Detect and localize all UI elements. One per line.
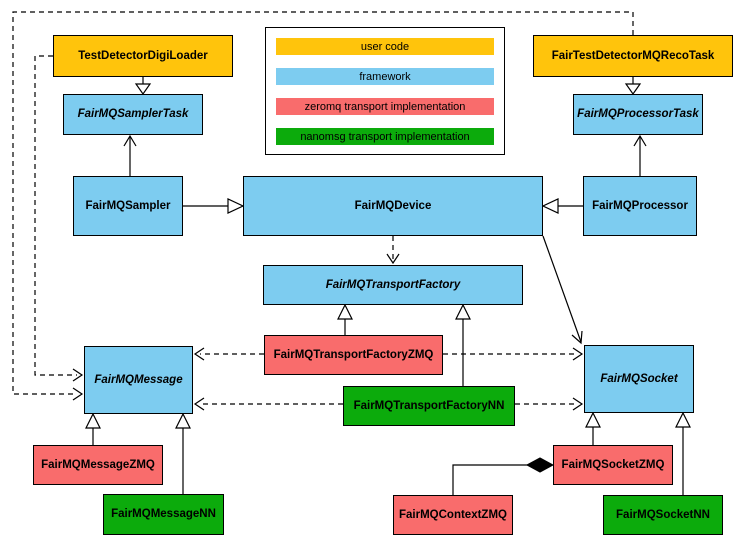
node-fair-mq-transport-factory-nn: FairMQTransportFactoryNN <box>343 386 515 426</box>
node-fair-mq-device: FairMQDevice <box>243 176 543 236</box>
edge-factorynn-factory <box>455 303 471 386</box>
node-fair-mq-message: FairMQMessage <box>84 346 193 414</box>
node-fair-mq-socket-nn: FairMQSocketNN <box>603 495 723 535</box>
edge-factorynn-socket <box>515 397 584 411</box>
edge-device-socket <box>542 235 583 345</box>
node-fair-mq-transport-factory-zmq: FairMQTransportFactoryZMQ <box>264 335 443 375</box>
edge-processor-device <box>541 198 583 214</box>
edge-socketzmq-socket <box>585 411 601 445</box>
legend-item-zeromq: zeromq transport implementation <box>276 98 494 115</box>
edge-messagenn-message <box>175 412 191 494</box>
edge-socketnn-socket <box>675 411 691 495</box>
edge-recotask-message <box>12 11 634 401</box>
edge-device-factory <box>386 236 400 265</box>
legend-item-nanomsg: nanomsg transport implementation <box>276 128 494 145</box>
node-fair-mq-sampler-task: FairMQSamplerTask <box>63 94 203 135</box>
legend-item-user-code: user code <box>276 38 494 55</box>
edge-factoryzmq-socket <box>443 347 584 361</box>
node-fair-test-detector-mq-reco-task: FairTestDetectorMQRecoTask <box>533 35 733 77</box>
legend-item-framework: framework <box>276 68 494 85</box>
legend-box: user code framework zeromq transport imp… <box>265 27 505 155</box>
edge-factoryzmq-factory <box>337 303 353 335</box>
node-fair-mq-message-nn: FairMQMessageNN <box>103 494 224 535</box>
edge-sampler-device <box>183 198 245 214</box>
edge-messagezmq-message <box>85 412 101 445</box>
node-test-detector-digi-loader: TestDetectorDigiLoader <box>53 35 233 77</box>
node-fair-mq-socket: FairMQSocket <box>584 345 694 413</box>
edge-digiloader-samplertask <box>134 77 152 96</box>
edge-processor-processortask <box>633 134 647 176</box>
edge-recotask-processortask <box>624 77 642 96</box>
node-fair-mq-socket-zmq: FairMQSocketZMQ <box>553 445 673 485</box>
edge-digiloader-message <box>34 55 84 382</box>
edge-contextzmq-socketzmq <box>452 457 555 495</box>
node-fair-mq-sampler: FairMQSampler <box>73 176 183 236</box>
edge-sampler-samplertask <box>123 134 137 176</box>
node-fair-mq-message-zmq: FairMQMessageZMQ <box>33 445 163 485</box>
node-fair-mq-processor: FairMQProcessor <box>583 176 697 236</box>
node-fair-mq-context-zmq: FairMQContextZMQ <box>393 495 513 535</box>
node-fair-mq-processor-task: FairMQProcessorTask <box>573 94 703 135</box>
edge-factorynn-message <box>193 397 343 411</box>
edge-factoryzmq-message <box>193 347 264 361</box>
node-fair-mq-transport-factory: FairMQTransportFactory <box>263 265 523 305</box>
